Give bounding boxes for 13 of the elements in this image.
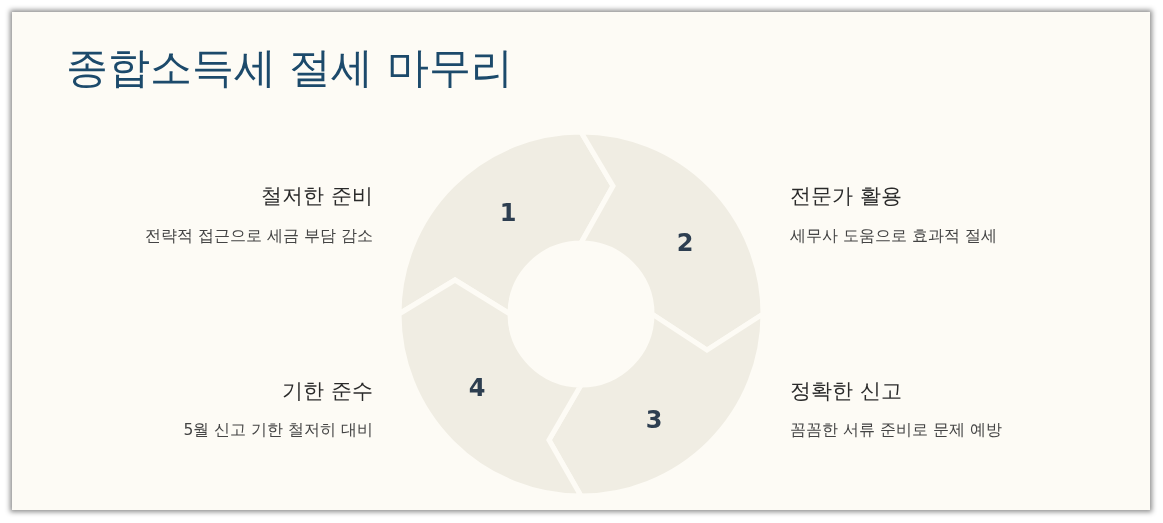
step-number: 2 (676, 231, 694, 255)
slide-title: 종합소득세 절세 마무리 (66, 42, 513, 94)
step-description: 꼼꼼한 서류 준비로 문제 예방 (790, 420, 1002, 441)
step-number: 4 (468, 376, 486, 400)
step-heading: 정확한 신고 (790, 378, 902, 405)
step-heading: 철저한 준비 (261, 183, 373, 210)
step-description: 전략적 접근으로 세금 부담 감소 (145, 226, 373, 247)
step-heading: 전문가 활용 (790, 183, 902, 210)
step-description: 5월 신고 기한 철저히 대비 (183, 420, 373, 441)
step-number: 3 (645, 408, 663, 432)
step-heading: 기한 준수 (282, 378, 373, 405)
step-number: 1 (499, 201, 517, 225)
step-description: 세무사 도움으로 효과적 절세 (790, 226, 997, 247)
